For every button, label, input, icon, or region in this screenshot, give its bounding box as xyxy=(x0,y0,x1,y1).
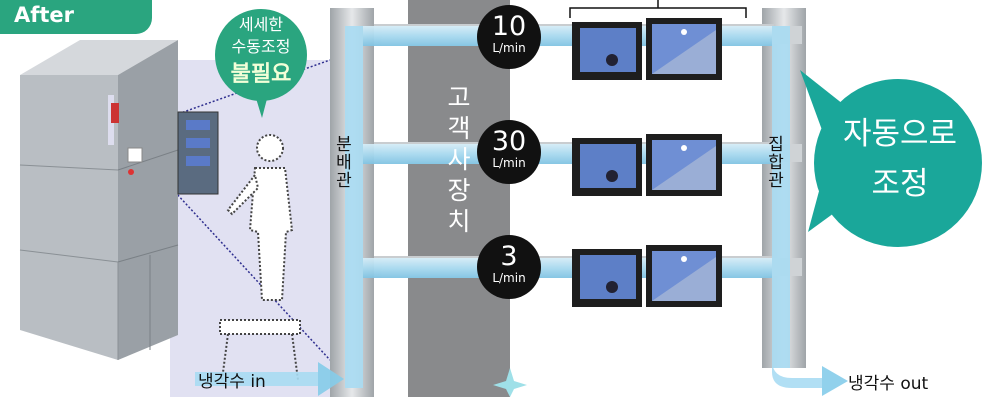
valve-units xyxy=(569,0,747,307)
flow-badge-bottom: 3 L/min xyxy=(477,235,541,299)
left-bubble-line3: 불필요 xyxy=(230,62,292,87)
customer-device-block xyxy=(408,0,510,397)
sparkle-icon xyxy=(493,368,527,397)
flow-unit: L/min xyxy=(492,271,526,285)
flow-unit: L/min xyxy=(492,41,526,55)
customer-device-label: 고객사 장치 xyxy=(447,83,471,236)
collection-pipe-label: 집합관 xyxy=(768,135,784,191)
flow-value: 10 xyxy=(491,11,527,42)
distribution-pipe-label: 분배관 xyxy=(336,135,352,191)
left-bubble-line1: 세세한 xyxy=(238,15,284,34)
left-bubble-shape xyxy=(215,9,307,118)
coolant-in-label: 냉각수 in xyxy=(198,372,266,392)
right-bubble-line2: 조정 xyxy=(871,166,929,202)
right-bubble-line1: 자동으로 xyxy=(842,116,958,152)
left-bubble-line2: 수동조정 xyxy=(231,37,291,56)
flow-value: 3 xyxy=(500,241,518,272)
flow-value: 30 xyxy=(491,126,527,157)
coolant-out-label: 냉각수 out xyxy=(848,374,929,394)
flow-unit: L/min xyxy=(492,156,526,170)
right-bubble-shape xyxy=(800,70,982,247)
flow-badge-middle: 30 L/min xyxy=(477,120,541,184)
cabinet-illustration xyxy=(19,40,219,360)
person-outline xyxy=(219,134,301,381)
after-badge: After xyxy=(0,0,152,34)
flow-badge-top: 10 L/min xyxy=(477,5,541,69)
